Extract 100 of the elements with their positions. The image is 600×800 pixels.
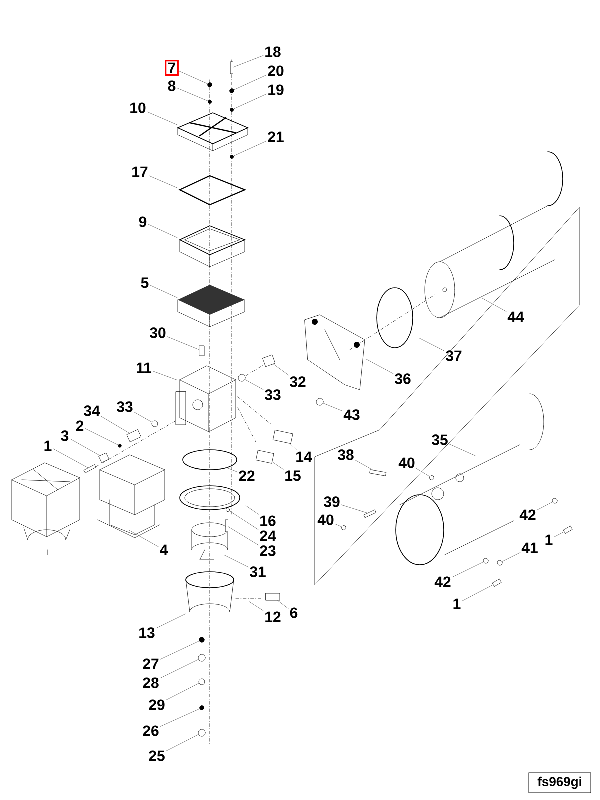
callout-number: 16 <box>260 516 276 526</box>
leader-line <box>246 506 259 515</box>
leader-line <box>273 364 290 376</box>
washer <box>430 476 434 480</box>
pin <box>364 510 376 518</box>
washer <box>497 560 503 566</box>
leader-line <box>160 659 199 679</box>
callout-number: 31 <box>250 566 266 578</box>
leader-line <box>290 444 298 451</box>
callout-number: 43 <box>344 410 360 420</box>
leader-line <box>178 70 208 84</box>
leader-line <box>148 224 178 238</box>
callout-number: 29 <box>149 700 165 710</box>
callout-number: 32 <box>290 376 306 388</box>
fitting <box>262 354 276 368</box>
washer <box>342 526 346 530</box>
callout-number: 20 <box>268 66 284 76</box>
bolt <box>370 470 386 476</box>
o-ring <box>198 678 206 686</box>
leader-line <box>278 600 289 610</box>
callout-number: 21 <box>268 132 284 142</box>
callout-number: 30 <box>150 328 166 338</box>
washer <box>552 498 558 504</box>
leader-line <box>537 502 553 510</box>
o-ring <box>198 654 206 662</box>
leader-line <box>234 141 267 156</box>
callout-number: 3 <box>61 430 69 442</box>
callout-number: 35 <box>432 434 448 446</box>
leader-line <box>272 462 284 470</box>
leader-line <box>134 412 152 423</box>
pin <box>226 520 228 532</box>
leader-line <box>149 176 178 188</box>
leader-line <box>554 532 564 538</box>
drain-valve <box>198 729 206 737</box>
callout-number: 38 <box>338 450 354 460</box>
leader-line <box>152 371 178 380</box>
nut <box>316 398 324 406</box>
leader-line <box>245 380 264 390</box>
leader-line <box>226 468 238 472</box>
callout-number: 41 <box>522 542 538 554</box>
leader-line <box>177 88 208 102</box>
washer <box>226 508 230 512</box>
callout-number: 39 <box>324 496 340 508</box>
screw <box>230 62 234 74</box>
leader-line <box>166 683 200 700</box>
leader-line <box>156 614 186 629</box>
leader-line <box>416 468 430 477</box>
leader-line <box>147 112 178 126</box>
callout-number: 11 <box>137 362 152 374</box>
leader-line <box>355 460 374 470</box>
callout-number: 15 <box>286 470 301 482</box>
pin <box>84 464 96 474</box>
o-ring <box>152 420 158 428</box>
washer <box>483 558 489 564</box>
leader-line <box>233 56 264 68</box>
callout-number: 13 <box>140 628 155 638</box>
leader-line <box>366 359 394 374</box>
leader-line <box>150 285 178 298</box>
highlighted-callout-number: 7 <box>165 60 179 76</box>
callout-number: 1 <box>546 534 553 546</box>
leader-line <box>167 336 200 350</box>
leader-line <box>101 416 130 434</box>
leader-line <box>462 584 494 602</box>
leader-line <box>229 510 259 530</box>
leader-line <box>85 428 119 446</box>
callout-number: 40 <box>398 458 415 468</box>
callout-number: 42 <box>520 510 536 520</box>
washer <box>230 108 234 112</box>
callout-number: 14 <box>296 452 312 462</box>
leader-line <box>224 555 249 568</box>
callout-number: 19 <box>268 84 284 96</box>
leader-line <box>234 94 267 110</box>
callout-number: 5 <box>141 278 149 288</box>
label-plate <box>256 450 274 464</box>
callout-number: 44 <box>508 312 524 322</box>
leader-line <box>70 438 100 456</box>
leader-line <box>502 552 521 562</box>
leader-line <box>129 530 159 548</box>
o-ring <box>238 374 246 382</box>
leader-line <box>482 298 507 312</box>
leader-line <box>323 403 343 412</box>
callout-number: 6 <box>290 608 298 618</box>
callout-number: 26 <box>143 726 159 736</box>
leader-line <box>166 734 199 752</box>
leader-line <box>160 641 200 660</box>
leader-line <box>249 602 264 612</box>
callout-number: 33 <box>265 390 281 400</box>
screw <box>199 346 205 356</box>
callout-number: 18 <box>266 46 281 58</box>
leader-line <box>449 444 476 456</box>
leader-line <box>419 338 445 352</box>
leader-line <box>53 448 88 468</box>
callout-number: 23 <box>260 546 276 556</box>
callout-number: 25 <box>149 750 165 762</box>
leader-line <box>341 504 368 514</box>
callout-number: 17 <box>132 166 148 178</box>
washer <box>230 155 234 159</box>
callout-number: 34 <box>84 406 100 416</box>
washer <box>200 706 204 710</box>
callout-number: 40 <box>318 514 334 526</box>
